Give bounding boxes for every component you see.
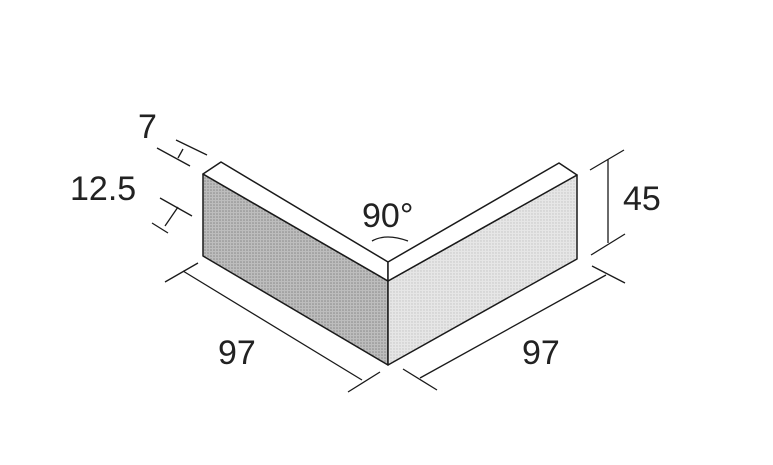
top-face-right xyxy=(387,162,578,282)
thickness-dimension xyxy=(156,139,208,167)
right-length-label: 97 xyxy=(522,334,560,372)
lip-label: 12.5 xyxy=(70,170,136,208)
right-length-dimension xyxy=(402,265,626,391)
left-length-label: 97 xyxy=(218,334,256,372)
thickness-label: 7 xyxy=(138,108,157,146)
lip-dimension xyxy=(151,197,193,234)
angle-arc xyxy=(371,236,409,242)
left-length-dimension xyxy=(164,262,381,393)
height-dimension xyxy=(589,149,626,256)
angle-label: 90° xyxy=(362,197,413,235)
height-label: 45 xyxy=(623,180,661,218)
